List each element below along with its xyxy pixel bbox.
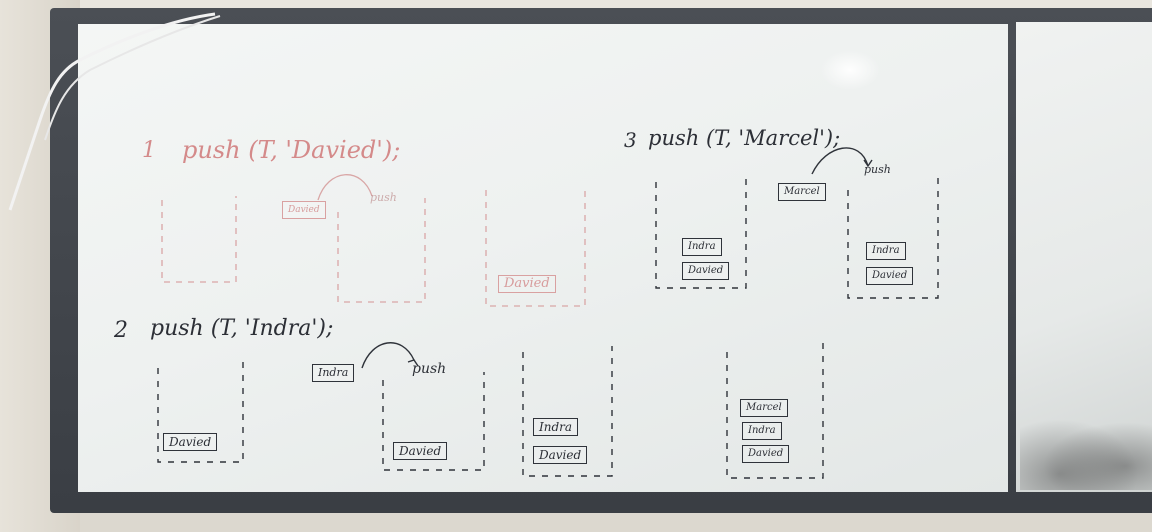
push-arrow (361, 342, 415, 369)
step1-code: push (T, 'Davied'); (182, 136, 401, 164)
step2-before-item: Davied (163, 433, 218, 451)
step3-before-item: Davied (682, 262, 730, 280)
step3-before-item: Indra (682, 238, 722, 256)
step2-push-label: push (412, 361, 447, 377)
stack-outline (382, 372, 485, 471)
stack-outline (161, 196, 237, 283)
step3-push-label: push (864, 163, 891, 176)
step3-after-item: Indra (742, 422, 782, 440)
step2-after-item: Indra (533, 418, 579, 436)
step1-push-item: Davied (282, 201, 326, 219)
stack-outline (726, 340, 824, 479)
step1-number: 1 (142, 138, 156, 163)
step1-push-label: push (370, 191, 397, 204)
push-arrow (811, 147, 869, 175)
whiteboard-main (78, 24, 1008, 492)
step3-after-item: Marcel (740, 399, 788, 417)
step2-number: 2 (114, 318, 128, 343)
step3-during-item: Davied (866, 267, 914, 285)
light-glare (820, 50, 880, 90)
step3-number: 3 (624, 128, 637, 152)
step2-after-item: Davied (533, 446, 588, 464)
whiteboard-side (1016, 22, 1152, 492)
stack-outline (655, 178, 747, 289)
step3-after-item: Davied (742, 445, 790, 463)
stack-outline (522, 346, 613, 477)
stack-outline (337, 198, 426, 303)
step2-code: push (T, 'Indra'); (150, 316, 334, 341)
step3-during-item: Indra (866, 242, 906, 260)
step3-code: push (T, 'Marcel'); (648, 126, 841, 150)
push-arrow (317, 174, 373, 201)
step2-push-item: Indra (312, 364, 355, 382)
step3-push-item: Marcel (778, 183, 826, 201)
step1-stack-item: Davied (498, 275, 556, 293)
stack-outline (847, 172, 939, 299)
audience-silhouettes (1020, 410, 1152, 490)
step2-during-item: Davied (393, 442, 448, 460)
